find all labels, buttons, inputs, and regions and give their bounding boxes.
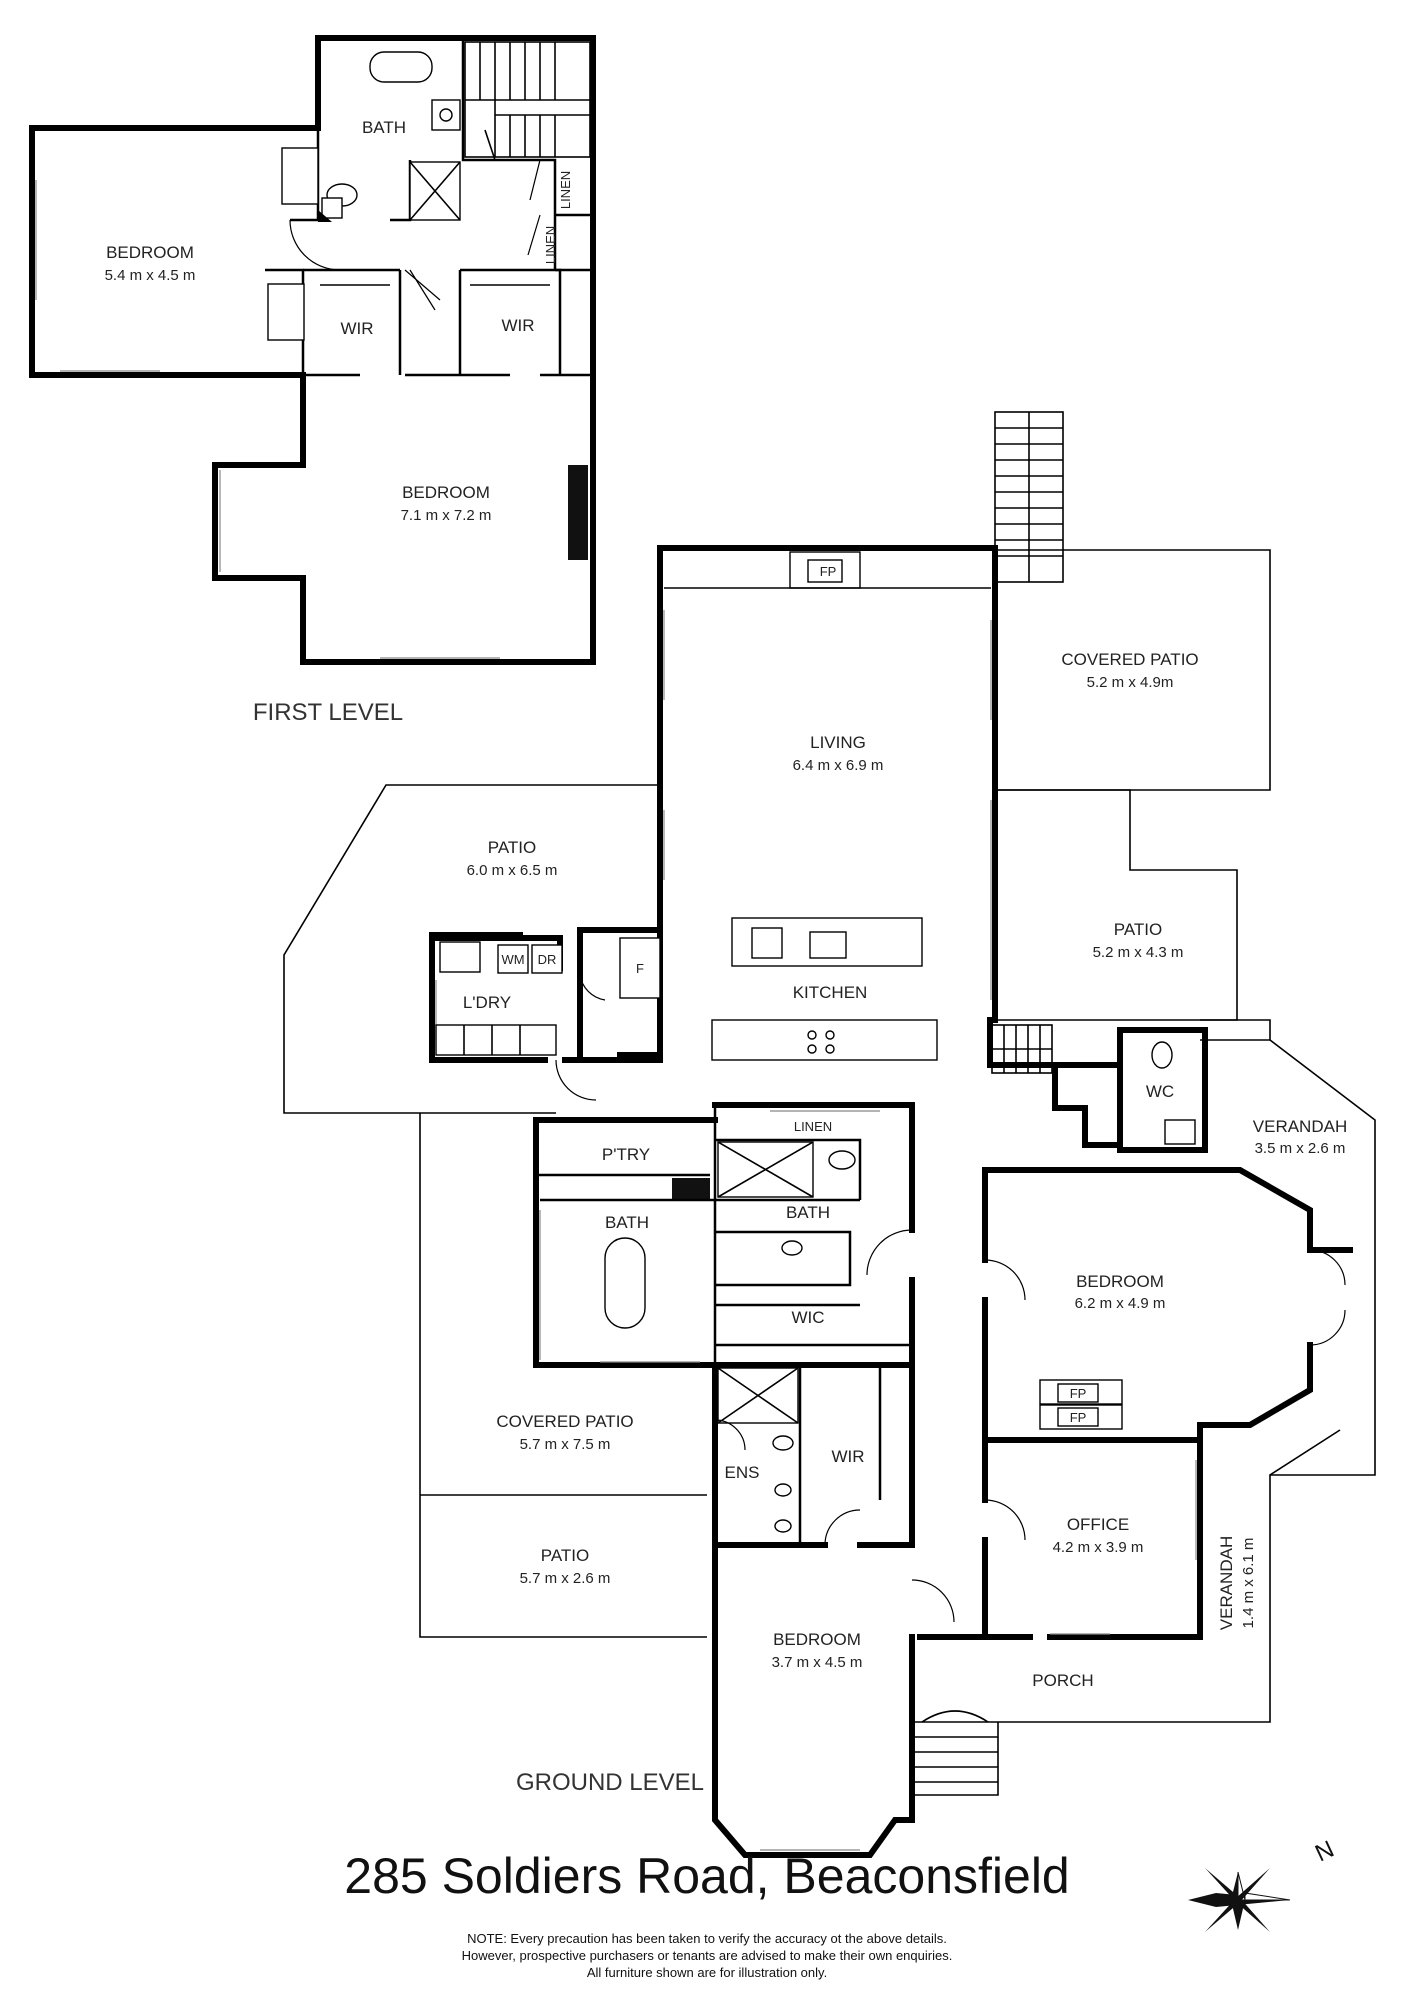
ground-patio-b-label: PATIO bbox=[1114, 920, 1163, 939]
first-wir-a-label: WIR bbox=[340, 319, 373, 338]
note-line-3: All furniture shown are for illustration… bbox=[587, 1965, 827, 1980]
ground-verandah-a-label: VERANDAH bbox=[1253, 1117, 1347, 1136]
ground-verandah-a-dims: 3.5 m x 2.6 m bbox=[1255, 1140, 1346, 1157]
ground-patio-b-dims: 5.2 m x 4.3 m bbox=[1093, 944, 1184, 961]
ground-linen-label: LINEN bbox=[794, 1119, 832, 1134]
ground-pantry-label: P'TRY bbox=[602, 1145, 650, 1164]
ground-covered-patio-a-dims: 5.2 m x 4.9m bbox=[1087, 674, 1174, 691]
first-bedroom-a-label: BEDROOM bbox=[106, 243, 194, 262]
ground-fp-living-label: FP bbox=[820, 564, 837, 579]
ground-fp-b-label: FP bbox=[1070, 1410, 1087, 1425]
ground-level-plan: FP LIVING 6.4 m x 6.9 m COVERED PATIO 5.… bbox=[283, 411, 1376, 1858]
ground-kitchen-label: KITCHEN bbox=[793, 983, 868, 1002]
first-bedroom-b-label: BEDROOM bbox=[402, 483, 490, 502]
ground-covered-patio-b-label: COVERED PATIO bbox=[496, 1412, 633, 1431]
ground-patio-c-label: PATIO bbox=[541, 1546, 590, 1565]
first-linen2-label: LINEN bbox=[543, 226, 558, 264]
ground-level-label: GROUND LEVEL bbox=[516, 1769, 704, 1796]
ground-wc-label: WC bbox=[1146, 1082, 1174, 1101]
ground-ens-label: ENS bbox=[725, 1463, 760, 1482]
ground-fridge-label: F bbox=[636, 961, 644, 976]
ground-patio-c-dims: 5.7 m x 2.6 m bbox=[520, 1570, 611, 1587]
ground-bath-left-label: BATH bbox=[605, 1213, 649, 1232]
ground-bath-right-label: BATH bbox=[786, 1203, 830, 1222]
ground-bedroom-small-label: BEDROOM bbox=[773, 1630, 861, 1649]
note-line-1: NOTE: Every precaution has been taken to… bbox=[467, 1931, 947, 1946]
ground-verandah-b-dims: 1.4 m x 6.1 m bbox=[1240, 1538, 1257, 1629]
first-level-plan: BATH LINEN LINEN BEDROOM 5.4 m x 4.5 m W… bbox=[29, 35, 596, 726]
ground-living-dims: 6.4 m x 6.9 m bbox=[793, 757, 884, 774]
ground-verandah-b-label: VERANDAH bbox=[1217, 1536, 1236, 1630]
ground-wir-label: WIR bbox=[831, 1447, 864, 1466]
first-bedroom-a-dims: 5.4 m x 4.5 m bbox=[105, 267, 196, 284]
first-level-label: FIRST LEVEL bbox=[253, 699, 403, 726]
compass-north-label: N bbox=[1311, 1836, 1338, 1868]
ground-bedroom-main-dims: 6.2 m x 4.9 m bbox=[1075, 1295, 1166, 1312]
first-wir-b-label: WIR bbox=[501, 316, 534, 335]
ground-patio-a-dims: 6.0 m x 6.5 m bbox=[467, 862, 558, 879]
ground-laundry-label: L'DRY bbox=[463, 993, 511, 1012]
ground-living-label: LIVING bbox=[810, 733, 866, 752]
ground-bedroom-small-dims: 3.7 m x 4.5 m bbox=[772, 1654, 863, 1671]
first-linen1-label: LINEN bbox=[558, 171, 573, 209]
note-line-2: However, prospective purchasers or tenan… bbox=[462, 1948, 953, 1963]
ground-covered-patio-b-dims: 5.7 m x 7.5 m bbox=[520, 1436, 611, 1453]
first-bath-label: BATH bbox=[362, 118, 406, 137]
address-title: 285 Soldiers Road, Beaconsfield bbox=[344, 1848, 1069, 1904]
ground-covered-patio-a-label: COVERED PATIO bbox=[1061, 650, 1198, 669]
ground-office-dims: 4.2 m x 3.9 m bbox=[1053, 1539, 1144, 1556]
ground-fp-a-label: FP bbox=[1070, 1386, 1087, 1401]
first-bedroom-b-dims: 7.1 m x 7.2 m bbox=[401, 507, 492, 524]
ground-patio-a-label: PATIO bbox=[488, 838, 537, 857]
ground-wic-label: WIC bbox=[791, 1308, 824, 1327]
compass-rose-icon: N bbox=[1188, 1836, 1338, 1932]
ground-office-label: OFFICE bbox=[1067, 1515, 1129, 1534]
ground-bedroom-main-label: BEDROOM bbox=[1076, 1272, 1164, 1291]
ground-dr-label: DR bbox=[538, 952, 557, 967]
ground-porch-label: PORCH bbox=[1032, 1671, 1093, 1690]
ground-wm-label: WM bbox=[501, 952, 524, 967]
